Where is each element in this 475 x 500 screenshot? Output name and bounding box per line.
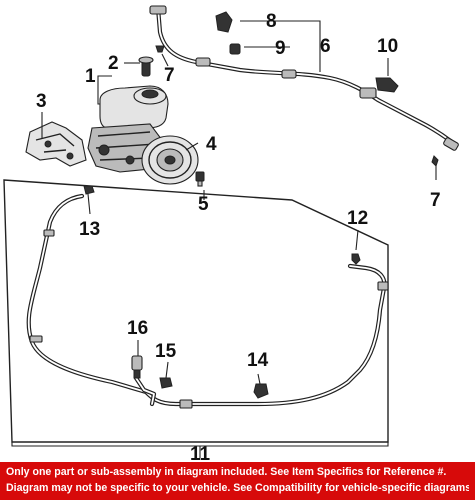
cooler-frame [3, 179, 389, 443]
hose-clip-10 [375, 77, 399, 93]
callout-2: 2 [108, 53, 119, 74]
clip-14 [253, 383, 269, 399]
clip-lower-right [431, 155, 439, 167]
leader-lines [11, 20, 437, 458]
callout-13: 13 [79, 219, 100, 240]
disclaimer-line-2: Diagram may not be specific to your vehi… [6, 481, 469, 494]
pressure-hose [149, 5, 459, 151]
cooler-line [26, 193, 389, 409]
reservoir-cap [138, 56, 154, 77]
callout-9: 9 [275, 38, 286, 59]
callout-1: 1 [85, 66, 96, 87]
callout-5: 5 [198, 194, 209, 215]
sensor-16 [131, 355, 143, 379]
clip-upper [155, 45, 165, 53]
callout-16: 16 [127, 318, 148, 339]
callout-11: 11 [190, 444, 211, 462]
callout-6: 6 [320, 36, 331, 57]
pump-bracket [25, 121, 87, 167]
clip-12 [351, 253, 361, 265]
callout-15: 15 [155, 341, 177, 362]
callout-3: 3 [36, 91, 47, 112]
callout-10: 10 [377, 36, 398, 57]
clip-15 [159, 377, 173, 389]
callout-12: 12 [347, 208, 368, 229]
disclaimer-banner: Only one part or sub-assembly in diagram… [0, 462, 475, 500]
pulley-bolt [195, 171, 205, 187]
parts-diagram: 1 2 3 4 5 6 7 7 8 9 10 11 12 13 14 15 16 [3, 5, 459, 462]
callout-7-lower-right: 7 [430, 190, 441, 211]
hose-grommet-9 [229, 43, 241, 55]
disclaimer-line-1: Only one part or sub-assembly in diagram… [6, 466, 447, 478]
callout-7: 7 [164, 65, 175, 86]
hose-bracket-8 [215, 11, 233, 33]
callout-8: 8 [266, 11, 277, 32]
power-steering-pump-assembly [87, 85, 199, 185]
clip-13 [83, 185, 95, 195]
callout-4: 4 [206, 134, 217, 155]
callout-14: 14 [247, 350, 269, 371]
